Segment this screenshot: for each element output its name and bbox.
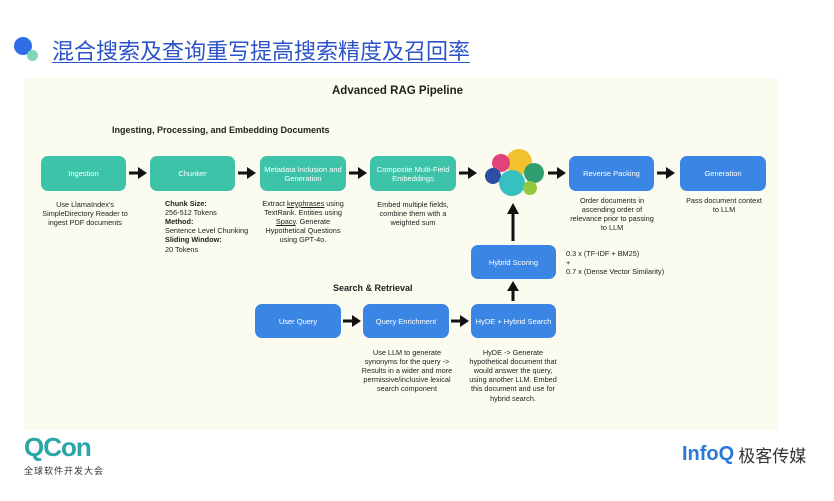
infoq-wordmark: InfoQ (682, 443, 735, 465)
desc-metadata: Extract keyphrases using TextRank. Entit… (257, 199, 349, 245)
spacy-term: Spacy (275, 217, 296, 227)
arrow-ingestion-to-chunker (129, 167, 147, 179)
node-composite-embeddings: Composite Multi-Field Embeddings (370, 156, 456, 191)
method-label: Method: (165, 217, 194, 227)
desc-generation: Pass document context to LLM (686, 196, 762, 215)
hybrid-formula-line1: 0.3 x (TF-IDF + BM25) (566, 249, 640, 258)
sliding-window-label: Sliding Window: (165, 235, 222, 245)
arrow-vector-store-to-reverse-packing (548, 167, 566, 179)
node-hybrid-scoring: Hybrid Scoring (471, 245, 556, 279)
qcon-wordmark: QCon (24, 432, 92, 462)
node-chunker: Chunker (150, 156, 235, 191)
arrow-metadata-to-composite (349, 167, 367, 179)
infoq-logo: InfoQ 极客传媒 (682, 442, 806, 467)
node-ingestion: Ingestion (41, 156, 126, 191)
hybrid-formula-plus: + (566, 258, 571, 268)
arrow-composite-to-vector-store (459, 167, 477, 179)
arrow-hyde-to-hybrid-scoring (507, 281, 519, 301)
arrow-hybrid-scoring-to-vector-store (507, 203, 519, 241)
node-generation: Generation (680, 156, 766, 191)
desc-chunker: Chunk Size: 256-512 Tokens Method: Sente… (165, 199, 255, 254)
node-metadata: Metadata Inclusion and Generation (260, 156, 346, 191)
slide-title[interactable]: 混合搜索及查询重写提高搜索精度及召回率 (52, 40, 471, 65)
chunk-size-value: 256-512 Tokens (165, 208, 217, 218)
arrow-chunker-to-metadata (238, 167, 256, 179)
title-bullet-dot (14, 37, 32, 55)
sliding-window-value: 20 Tokens (165, 244, 199, 254)
node-reverse-packing: Reverse Packing (569, 156, 654, 191)
desc-composite: Embed multiple fields, combine them with… (377, 200, 449, 228)
desc-ingestion: Use LlamaIndex's SimpleDirectory Reader … (42, 200, 128, 228)
chunk-size-label: Chunk Size: (165, 199, 207, 208)
arrow-enrichment-to-hyde (451, 315, 469, 327)
infoq-chinese-name: 极客传媒 (738, 447, 807, 467)
diagram-panel: Advanced RAG Pipeline Ingesting, Process… (24, 78, 778, 430)
qcon-subtitle: 全球软件开发大会 (24, 467, 105, 477)
arrow-user-query-to-enrichment (343, 315, 361, 327)
metadata-text-2: using TextRank. Entities using (264, 199, 344, 218)
node-hyde-hybrid-search: HyDE + Hybrid Search (471, 304, 556, 338)
arrow-reverse-packing-to-generation (657, 167, 675, 179)
method-value: Sentence Level Chunking (165, 226, 249, 236)
desc-query-enrichment: Use LLM to generate synonyms for the que… (361, 348, 453, 394)
node-query-enrichment: Query Enrichment (363, 304, 449, 338)
qcon-logo: QCon 全球软件开发大会 (24, 432, 104, 477)
vector-store-icon (485, 149, 544, 196)
title-bullet-accent-dot (27, 50, 38, 61)
diagram-title: Advanced RAG Pipeline (332, 85, 464, 97)
desc-hybrid-scoring: 0.3 x (TF-IDF + BM25) + 0.7 x (Dense Vec… (566, 249, 726, 276)
section-title-search-retrieval: Search & Retrieval (333, 283, 413, 293)
node-user-query: User Query (255, 304, 341, 338)
hybrid-formula-line3: 0.7 x (Dense Vector Similarity) (566, 267, 665, 277)
desc-reverse-packing: Order documents in ascending order of re… (570, 196, 654, 233)
metadata-text-1: Extract (262, 199, 287, 208)
metadata-text-3: . Generate Hypothetical Questions using … (265, 217, 341, 245)
desc-hyde: HyDE -> Generate hypothetical document t… (469, 348, 557, 403)
section-title-ingesting: Ingesting, Processing, and Embedding Doc… (112, 125, 330, 135)
keyphrases-term: keyphrases (286, 199, 325, 208)
